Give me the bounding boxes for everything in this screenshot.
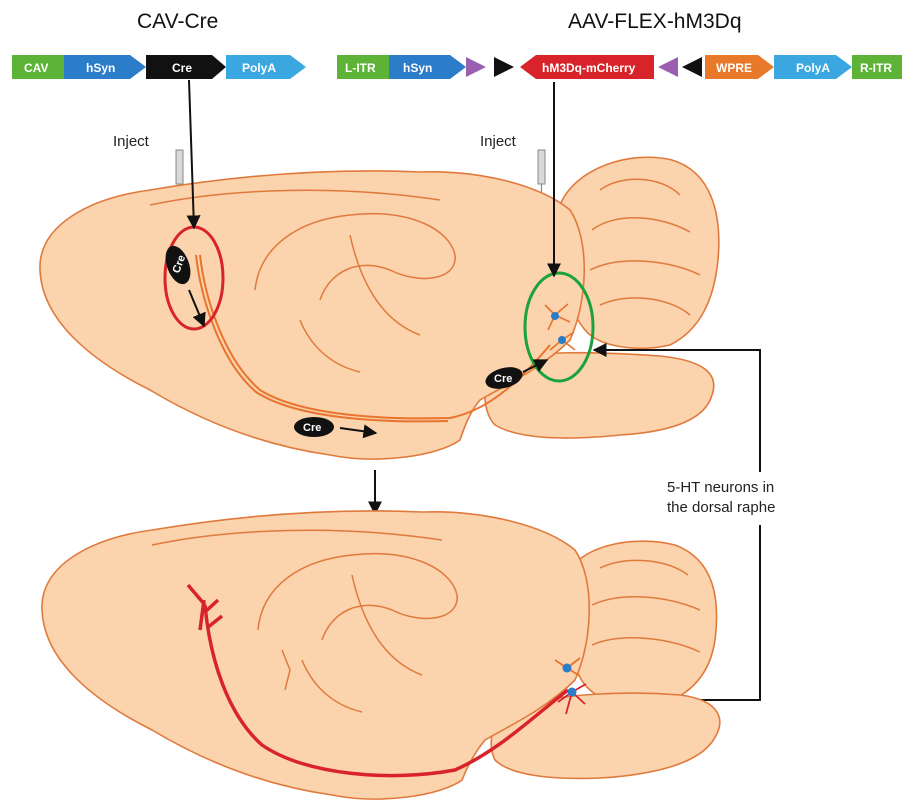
- cav-cre-construct: CAV hSyn Cre PolyA: [12, 55, 306, 79]
- bottom-brain: [42, 511, 720, 799]
- aav-flex-hm3dq-title: AAV-FLEX-hM3Dq: [568, 10, 742, 33]
- neuron-nucleus: [568, 688, 577, 697]
- top-brain: [40, 157, 719, 459]
- cre-gene-label: Cre: [172, 61, 192, 75]
- syringe-icon: [538, 150, 545, 194]
- cre-label-2: Cre: [494, 373, 512, 385]
- cre-particle-axon: Cre: [294, 417, 334, 437]
- polya-label-right: PolyA: [796, 61, 830, 75]
- r-itr-label: R-ITR: [860, 61, 892, 75]
- neuron-nucleus: [563, 664, 572, 673]
- cav-segment-label: CAV: [24, 61, 48, 75]
- hsyn-label-right: hSyn: [403, 61, 432, 75]
- l-itr-label: L-ITR: [345, 61, 376, 75]
- wpre-label: WPRE: [716, 61, 752, 75]
- loxp-triangle-1: [466, 57, 486, 77]
- aav-flex-construct: L-ITR hSyn hM3Dq-mCherry WPRE PolyA R-IT…: [337, 55, 902, 79]
- loxp-triangle-2: [658, 57, 678, 77]
- annotation-line-1: 5-HT neurons in: [667, 479, 774, 496]
- annotation-line-2: the dorsal raphe: [667, 499, 775, 516]
- inject-label-right: Inject: [480, 133, 517, 150]
- cav-cre-title: CAV-Cre: [137, 10, 218, 33]
- hsyn-label-left: hSyn: [86, 61, 115, 75]
- inject-label-left: Inject: [113, 133, 150, 150]
- lox2272-triangle-1: [494, 57, 514, 77]
- neuron-nucleus: [551, 312, 559, 320]
- polya-label-left: PolyA: [242, 61, 276, 75]
- cre-label-3: Cre: [303, 422, 321, 434]
- hm3dq-mcherry-label: hM3Dq-mCherry: [542, 61, 636, 75]
- neuron-nucleus: [558, 336, 566, 344]
- lox2272-triangle-2: [682, 57, 702, 77]
